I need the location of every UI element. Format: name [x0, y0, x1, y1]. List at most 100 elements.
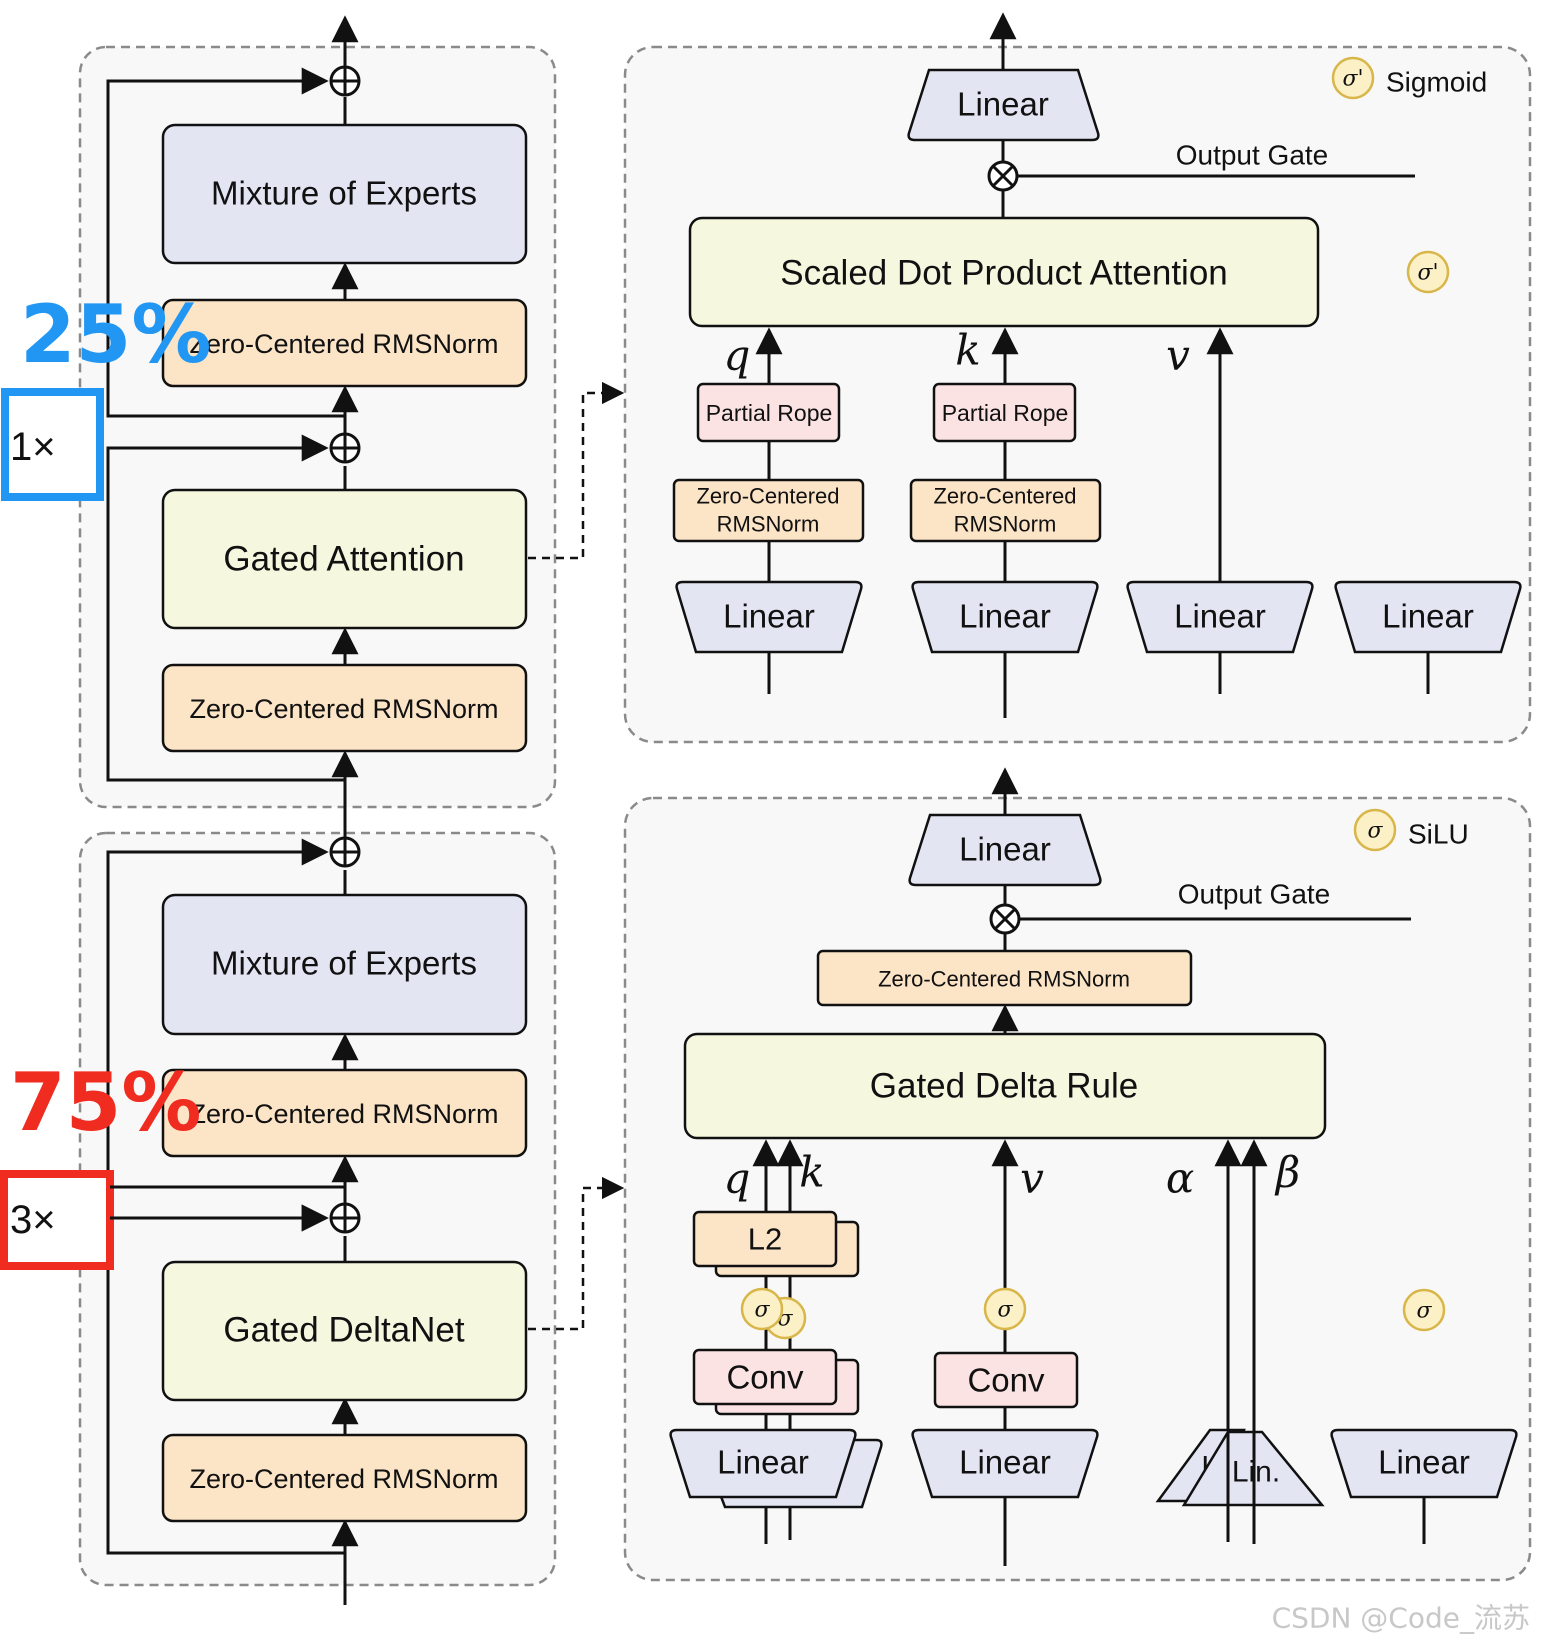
delta-linear-v	[911, 1428, 1099, 1499]
qk-norm-q-label: RMSNorm	[717, 512, 820, 537]
delta-alpha-label: α	[1166, 1154, 1194, 1203]
partial-rope-k	[932, 382, 1077, 443]
gate-sigmoid-icon	[1406, 250, 1450, 294]
attn-linear-v	[1126, 580, 1314, 654]
sdpa-label: Scaled Dot Product Attention	[780, 254, 1228, 293]
l2-norm-label: L2	[748, 1222, 782, 1257]
delta-output-norm	[816, 949, 1193, 1007]
attn-out-linear	[907, 68, 1100, 142]
delta-linear-gate-label: Linear	[1378, 1444, 1470, 1481]
deltanet-repeat-box	[0, 1170, 114, 1270]
moe-label: Mixture of Experts	[211, 175, 477, 212]
rmsnorm-label: Zero-Centered RMSNorm	[189, 694, 498, 724]
silu-legend-icon	[1353, 808, 1397, 852]
add-icon	[329, 1202, 361, 1234]
attn-q-label: q	[724, 331, 751, 380]
conv-qk-label: Conv	[726, 1359, 804, 1396]
conv-qk	[692, 1348, 838, 1406]
qk-norm-k	[909, 478, 1102, 543]
delta-linear-qk	[669, 1428, 857, 1499]
multiply-icon	[989, 903, 1021, 935]
gated-delta-rule-label: Gated Delta Rule	[870, 1067, 1138, 1106]
sigmoid-legend-symbol: σ'	[1342, 67, 1363, 92]
gated-deltanet-block	[161, 1260, 528, 1402]
moe-block-2	[161, 893, 528, 1036]
deltanet-ratio: 75%	[10, 1056, 201, 1149]
add-icons-left	[329, 65, 361, 1234]
add-icon	[329, 65, 361, 97]
sigmoid-legend-icon	[1331, 56, 1375, 100]
delta-linear-qk-label: Linear	[717, 1444, 809, 1481]
attention-ratio: 25%	[20, 288, 211, 381]
deltanet-repeat: 3×	[10, 1198, 56, 1242]
connector-attention-detail	[528, 381, 625, 560]
qk-norm-q-label: Zero-Centered	[696, 484, 839, 509]
delta-beta-label: β	[1274, 1148, 1300, 1197]
add-icon	[329, 836, 361, 868]
rmsnorm-label-2: Zero-Centered RMSNorm	[189, 1464, 498, 1494]
rmsnorm-block-2	[161, 1433, 528, 1523]
gated-attention-block	[161, 488, 528, 630]
partial-rope-q	[696, 382, 841, 443]
attn-linear-q-label: Linear	[723, 598, 815, 635]
silu-legend-label: SiLU	[1408, 819, 1469, 850]
add-icon	[329, 432, 361, 464]
qk-silu-symbol: σ	[754, 1298, 770, 1323]
delta-linear-v-label: Linear	[959, 1444, 1051, 1481]
rmsnorm-block-2	[161, 1068, 528, 1158]
delta-gate-silu-icon	[1402, 1288, 1446, 1332]
sigmoid-legend-label: Sigmoid	[1386, 67, 1487, 98]
silu-legend-symbol: σ	[1367, 819, 1383, 844]
lin-beta-label: Lin.	[1232, 1456, 1280, 1489]
attention-repeat: 1×	[10, 425, 56, 469]
attn-linear-v-label: Linear	[1174, 598, 1266, 635]
sdpa-block	[688, 216, 1320, 328]
gated-attention-label: Gated Attention	[223, 540, 464, 579]
delta-output-gate-label: Output Gate	[1178, 879, 1331, 910]
rmsnorm-block	[161, 663, 528, 753]
delta-out-linear-label: Linear	[959, 831, 1051, 868]
partial-rope-k-label: Partial Rope	[942, 400, 1069, 426]
attn-linear-k	[911, 580, 1099, 654]
attn-linear-gate	[1334, 580, 1522, 654]
moe-block	[161, 123, 528, 265]
attn-linear-gate-label: Linear	[1382, 598, 1474, 635]
gated-delta-rule-block	[683, 1032, 1327, 1140]
rmsnorm-label-2: Zero-Centered RMSNorm	[189, 1099, 498, 1129]
gated-deltanet-label: Gated DeltaNet	[223, 1311, 465, 1350]
attention-repeat-box	[1, 388, 104, 501]
residual-loop-attn	[106, 434, 345, 782]
attn-v-label: v	[1166, 331, 1190, 380]
residual-loop-moe	[106, 67, 345, 418]
attn-linear-k-label: Linear	[959, 598, 1051, 635]
multiply-icon	[987, 160, 1019, 192]
conv-v	[933, 1351, 1079, 1409]
qk-norm-k-label: Zero-Centered	[933, 484, 1076, 509]
v-silu-symbol: σ	[997, 1298, 1013, 1323]
qk-norm-q	[672, 478, 865, 543]
gate-sigmoid-symbol: σ'	[1417, 261, 1438, 286]
delta-q-label: q	[724, 1154, 751, 1203]
rmsnorm-label: Zero-Centered RMSNorm	[189, 329, 498, 359]
attn-linear-q	[675, 580, 863, 654]
moe-label-2: Mixture of Experts	[211, 945, 477, 982]
l2-norm	[692, 1210, 838, 1268]
qk-silu-icon	[740, 1287, 784, 1331]
attn-k-label: k	[955, 326, 980, 375]
conv-v-label: Conv	[967, 1362, 1045, 1399]
connector-delta-detail	[528, 1176, 625, 1331]
attn-out-linear-label: Linear	[957, 86, 1049, 123]
delta-linear-gate	[1330, 1428, 1518, 1499]
qk-norm-k-label: RMSNorm	[954, 512, 1057, 537]
delta-gate-silu-symbol: σ	[1416, 1299, 1432, 1324]
delta-output-norm-label: Zero-Centered RMSNorm	[878, 967, 1130, 992]
attn-output-gate-label: Output Gate	[1176, 140, 1329, 171]
delta-k-label: k	[799, 1148, 824, 1197]
v-silu-icon	[983, 1287, 1027, 1331]
delta-out-linear	[908, 813, 1102, 887]
rmsnorm-block	[161, 298, 528, 388]
watermark: CSDN @Code_流苏	[1272, 1602, 1530, 1635]
partial-rope-q-label: Partial Rope	[706, 400, 833, 426]
delta-v-label: v	[1020, 1154, 1044, 1203]
